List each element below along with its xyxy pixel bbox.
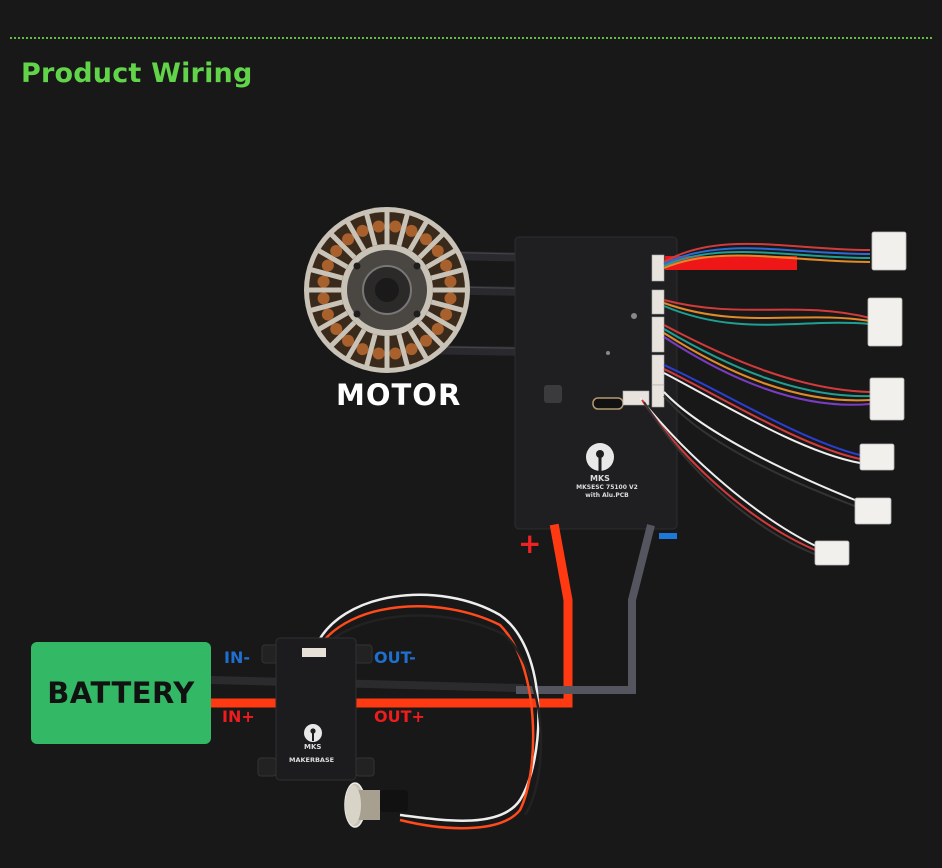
stator-tooth <box>328 231 357 260</box>
stator-coil <box>356 343 369 356</box>
out-minus-label: OUT- <box>374 648 416 667</box>
stator-tooth <box>309 266 344 281</box>
stator-coil <box>330 322 343 335</box>
stator-coil <box>431 245 444 258</box>
esc-negative-sign <box>659 533 677 539</box>
stator-coil <box>330 245 343 258</box>
signal-connector-6 <box>814 540 850 566</box>
stator-coil <box>405 343 418 356</box>
stator-coil <box>356 224 369 237</box>
stator-tooth <box>407 328 430 361</box>
page-title: Product Wiring <box>21 58 253 89</box>
positive-wire <box>207 523 573 708</box>
stator-tooth <box>363 212 378 247</box>
antispark-switch <box>257 637 375 781</box>
stator-tooth <box>430 266 465 281</box>
stator-coil <box>317 292 330 305</box>
stator-coil <box>342 233 355 246</box>
signal-connector-4 <box>859 443 895 471</box>
stator-tooth <box>396 212 411 247</box>
header-divider <box>10 37 932 39</box>
stator-tooth <box>417 320 446 349</box>
esc-model-line2: with Alu.PCB <box>585 492 629 499</box>
battery-label: BATTERY <box>47 676 195 710</box>
stator-tooth <box>316 310 349 333</box>
stator-coil <box>444 275 457 288</box>
out-plus-label: OUT+ <box>374 707 425 726</box>
negative-wire-black <box>207 675 525 693</box>
stator-coil <box>444 292 457 305</box>
stator-tooth <box>425 310 458 333</box>
switch-brand: MKS <box>304 743 322 751</box>
stator-tooth <box>396 333 411 368</box>
stator-coil <box>321 308 334 321</box>
negative-wire-grey <box>516 524 655 694</box>
power-wires <box>207 523 655 708</box>
esc-model-line1: MKSESC 75100 V2 <box>576 484 638 491</box>
stator-tooth <box>328 320 357 349</box>
signal-connectors <box>814 231 907 566</box>
stator-tooth <box>316 247 349 270</box>
stator-coil <box>389 220 402 233</box>
stator-coil <box>419 233 432 246</box>
stator-coil <box>389 347 402 360</box>
motor-label: MOTOR <box>336 378 462 412</box>
in-minus-label: IN- <box>224 648 250 667</box>
esc-positive-sign: + <box>518 527 542 560</box>
stator-tooth <box>344 219 367 252</box>
stator-coil <box>372 220 385 233</box>
stator-coil <box>317 275 330 288</box>
esc-brand: MKS <box>590 474 610 483</box>
stator-coil <box>405 224 418 237</box>
signal-connector-5 <box>854 497 892 525</box>
highlight-bar <box>665 256 797 270</box>
stator-tooth <box>363 333 378 368</box>
stator-coil <box>342 334 355 347</box>
stator-coil <box>321 259 334 272</box>
stator-coil <box>431 322 444 335</box>
signal-connector-1 <box>871 231 907 271</box>
stator-tooth <box>430 299 465 314</box>
stator-tooth <box>309 299 344 314</box>
stator-coil <box>440 308 453 321</box>
stator-coil <box>419 334 432 347</box>
stator-coil <box>372 347 385 360</box>
signal-connector-2 <box>867 297 903 347</box>
esc-board <box>514 236 678 530</box>
power-button-icon <box>344 782 408 828</box>
signal-connector-3 <box>869 377 905 421</box>
switch-lead-wires <box>313 593 543 830</box>
stator-tooth <box>417 231 446 260</box>
switch-maker: MAKERBASE <box>289 756 335 764</box>
in-plus-label: IN+ <box>222 707 255 726</box>
signal-harness <box>639 242 871 557</box>
usb-c-port-icon <box>592 397 624 410</box>
stator-tooth <box>344 328 367 361</box>
esc-model: MKSESC 75100 V2 with Alu.PCB <box>572 484 642 500</box>
battery-block: BATTERY <box>31 642 211 744</box>
esc-button-icon <box>544 385 562 403</box>
stator-tooth <box>407 219 430 252</box>
stator-coil <box>440 259 453 272</box>
stator-tooth <box>425 247 458 270</box>
motor-icon <box>304 207 470 373</box>
